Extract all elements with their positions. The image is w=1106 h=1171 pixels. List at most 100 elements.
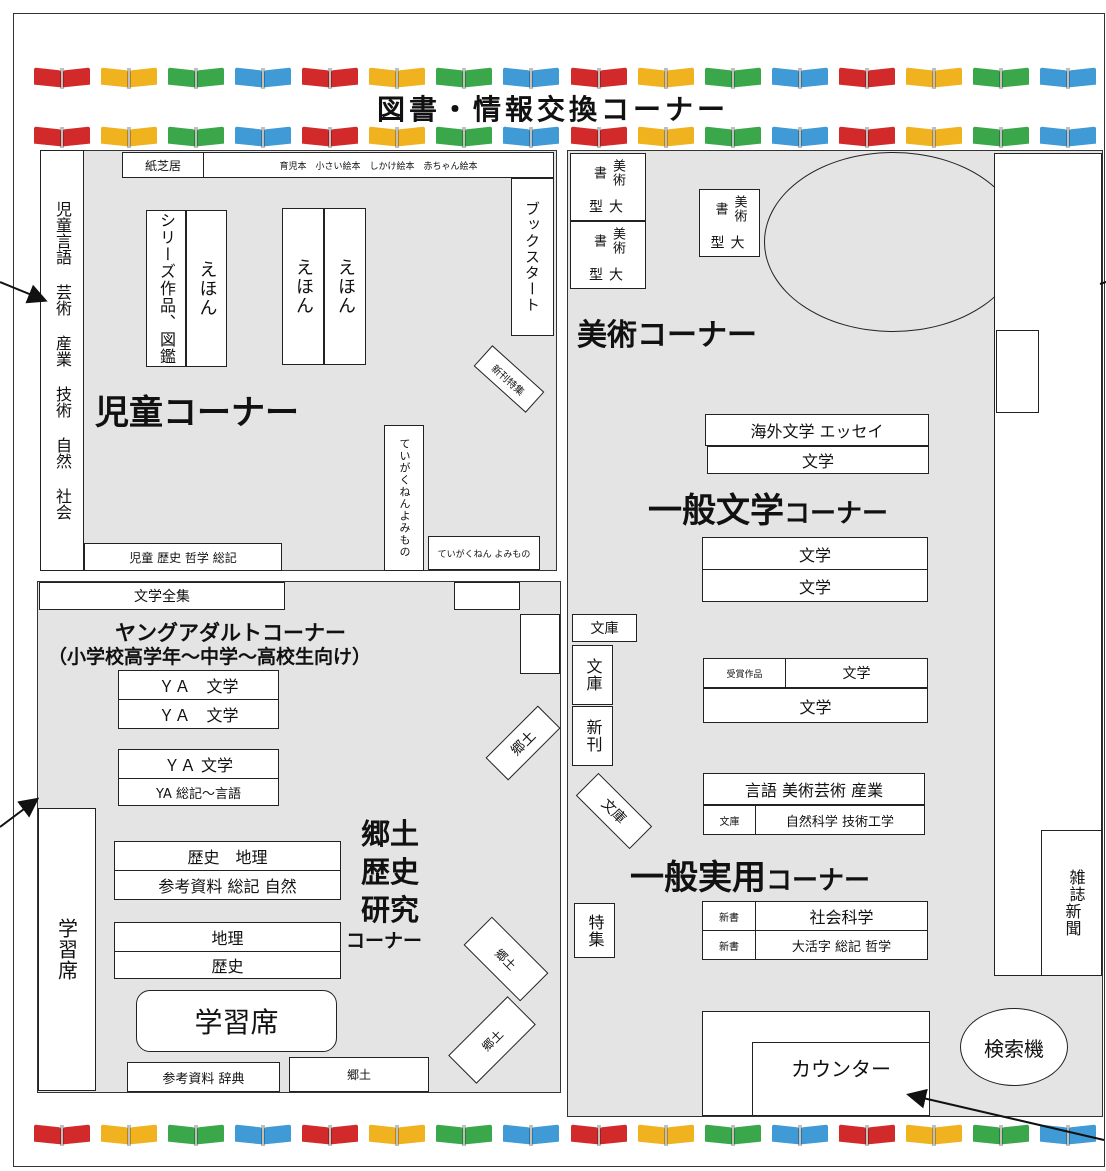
ehon-shelf-2: えほん bbox=[282, 208, 324, 365]
art-large-size: 大型 bbox=[587, 198, 623, 214]
book-icon bbox=[704, 1124, 761, 1146]
book-icon bbox=[503, 67, 560, 89]
book-icon bbox=[637, 126, 694, 148]
practical-corner-title: 一般実用 bbox=[630, 858, 766, 898]
practical-bunko-shelf: 文庫 bbox=[703, 805, 756, 835]
book-icon bbox=[302, 126, 359, 148]
book-icon bbox=[436, 1124, 493, 1146]
practical-corner-label: 一般実用コーナー bbox=[630, 850, 870, 899]
book-icon bbox=[771, 67, 828, 89]
ya-literature-shelf-3: ＹＡ 文学 bbox=[118, 749, 279, 779]
arrow-to-counter bbox=[906, 1088, 1105, 1141]
book-icon bbox=[1039, 67, 1096, 89]
children-corner-label: 児童コーナー bbox=[95, 393, 299, 433]
overseas-literature-shelf: 海外文学 エッセイ bbox=[705, 414, 929, 446]
art-large-label: 美術書 bbox=[591, 159, 625, 188]
book-icon bbox=[101, 1124, 158, 1146]
book-icon bbox=[972, 67, 1029, 89]
teigakunen-small-shelf: ていがくねん よみもの bbox=[428, 536, 540, 570]
map-frame bbox=[13, 13, 1105, 1167]
book-icon bbox=[503, 1124, 560, 1146]
reference-nature-shelf: 参考資料 総記 自然 bbox=[114, 870, 341, 900]
newspapers-label: 新聞 bbox=[1062, 903, 1082, 937]
series-shelf: シリーズ作品、図鑑 bbox=[146, 210, 186, 367]
picture-books-shelf: 育児本 小さい絵本 しかけ絵本 赤ちゃん絵本 bbox=[203, 152, 554, 178]
magazine-newspaper-shelf: 雑誌新聞 bbox=[1041, 830, 1102, 976]
book-icon bbox=[838, 126, 895, 148]
reference-dictionary-shelf: 参考資料 辞典 bbox=[127, 1062, 280, 1092]
book-icon bbox=[637, 1124, 694, 1146]
book-strip-bottom bbox=[34, 1124, 1096, 1146]
ya-general-shelf: YA 総記～言語 bbox=[118, 778, 279, 806]
arrow-right-edge bbox=[1099, 281, 1106, 285]
ya-literature-shelf-2: ＹＡ 文学 bbox=[118, 699, 279, 729]
art-large-size: 大型 bbox=[708, 234, 745, 250]
history-geography-shelf: 歴史 地理 bbox=[114, 841, 341, 871]
art-large-shelf-2: 美術書大型 bbox=[570, 221, 646, 289]
book-icon bbox=[838, 1124, 895, 1146]
literature-corner-title: 一般文学 bbox=[648, 491, 784, 531]
book-icon bbox=[1039, 126, 1096, 148]
book-icon bbox=[972, 126, 1029, 148]
art-large-label: 美術書 bbox=[591, 227, 625, 256]
book-icon bbox=[905, 126, 962, 148]
book-icon bbox=[34, 126, 90, 148]
book-icon bbox=[637, 67, 694, 89]
ya-corner-subtitle: （小学校高学年～中学～高校生向け） bbox=[48, 646, 372, 668]
book-icon bbox=[771, 126, 828, 148]
book-icon bbox=[436, 126, 493, 148]
local-line-1: 郷土 bbox=[361, 817, 420, 851]
award-literature-shelf: 文学 bbox=[785, 658, 928, 688]
book-icon bbox=[503, 126, 560, 148]
book-icon bbox=[101, 67, 158, 89]
local-line-4: コーナー bbox=[346, 930, 423, 952]
book-icon bbox=[704, 67, 761, 89]
practical-shelf-4: 大活字 総記 哲学 bbox=[755, 930, 928, 960]
book-icon bbox=[570, 126, 627, 148]
book-icon bbox=[972, 1124, 1029, 1146]
literature-shelf-4: 文学 bbox=[703, 688, 928, 723]
book-icon bbox=[369, 1124, 426, 1146]
shinsho-shelf-2: 新書 bbox=[702, 930, 756, 960]
study-wall-seat: 学習席 bbox=[38, 808, 96, 1091]
book-icon bbox=[34, 1124, 90, 1146]
book-icon bbox=[570, 67, 627, 89]
kamishibai-shelf: 紙芝居 bbox=[122, 152, 204, 178]
book-icon bbox=[168, 67, 225, 89]
book-icon bbox=[369, 126, 426, 148]
literature-shelf-2: 文学 bbox=[702, 537, 928, 570]
book-icon bbox=[235, 1124, 292, 1146]
arrow-to-ya-room bbox=[0, 797, 40, 828]
children-wall-shelf: 児童言語 芸術 産業 技術 自然 社会 bbox=[40, 150, 84, 571]
local-line-3: 研究 bbox=[361, 893, 420, 927]
local-line-2: 歴史 bbox=[361, 855, 420, 889]
round-table bbox=[764, 152, 1022, 332]
ya-corner-block-1 bbox=[454, 582, 520, 610]
literature-shelf-1: 文学 bbox=[707, 446, 929, 474]
book-strip-top bbox=[34, 67, 1096, 89]
book-icon bbox=[570, 1124, 627, 1146]
practical-shelf-1: 言語 美術芸術 産業 bbox=[703, 773, 925, 805]
bunko-shelf-vertical: 文庫 bbox=[572, 645, 613, 705]
book-icon bbox=[771, 1124, 828, 1146]
children-bottom-shelf: 児童 歴史 哲学 総記 bbox=[84, 543, 282, 571]
book-icon bbox=[704, 126, 761, 148]
history-shelf: 歴史 bbox=[114, 951, 341, 979]
book-icon bbox=[369, 67, 426, 89]
counter: カウンター bbox=[752, 1042, 930, 1116]
ehon-shelf-3: えほん bbox=[324, 208, 366, 365]
study-table: 学習席 bbox=[136, 990, 337, 1052]
book-icon bbox=[235, 67, 292, 89]
arrow-to-children-wall bbox=[0, 281, 48, 304]
art-large-shelf-3: 美術書大型 bbox=[699, 189, 760, 257]
local-shelf-small: 郷土 bbox=[289, 1057, 429, 1092]
book-icon bbox=[168, 126, 225, 148]
literature-shelf-3: 文学 bbox=[702, 569, 928, 602]
page-title: 図書・情報交換コーナー bbox=[376, 93, 729, 126]
book-icon bbox=[838, 67, 895, 89]
book-icon bbox=[436, 67, 493, 89]
art-large-shelf-1: 美術書大型 bbox=[570, 153, 646, 221]
book-icon bbox=[34, 67, 90, 89]
bunko-shelf-horizontal: 文庫 bbox=[572, 614, 637, 642]
